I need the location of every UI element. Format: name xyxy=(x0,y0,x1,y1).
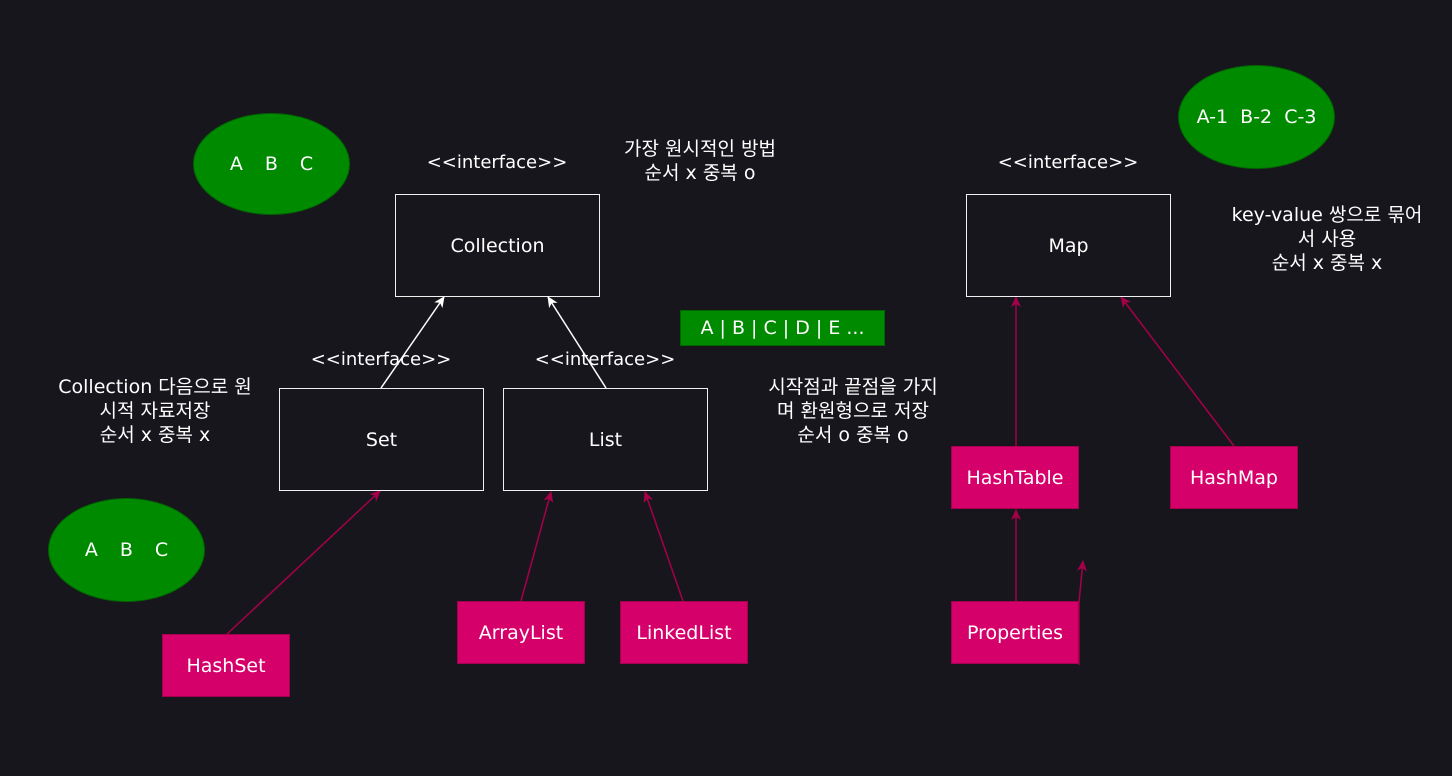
edge-arraylist-to-list xyxy=(520,491,554,602)
set-example-ellipse: A B C xyxy=(48,498,205,602)
example-item: C xyxy=(299,153,314,175)
properties-label: Properties xyxy=(966,621,1064,644)
set-note: Collection 다음으로 원 시적 자료저장 순서 x 중복 x xyxy=(40,375,270,447)
edge-set-to-collection xyxy=(380,296,445,389)
collection-stereotype: <<interface>> xyxy=(426,152,568,173)
example-text: A-1 B-2 C-3 xyxy=(1196,106,1317,128)
note-line: 순서 x 중복 x xyxy=(99,424,211,446)
edge-linkedlist-to-list xyxy=(643,491,684,602)
collection-label: Collection xyxy=(450,234,545,257)
note-line: 시적 자료저장 xyxy=(99,400,211,422)
note-line: 며 환원형으로 저장 xyxy=(777,400,929,422)
set-interface[interactable]: Set xyxy=(279,388,484,491)
set-label: Set xyxy=(365,428,398,451)
note-line: 서 사용 xyxy=(1297,228,1357,250)
list-label: List xyxy=(588,428,623,451)
hashset-label: HashSet xyxy=(186,654,266,677)
hashtable-class[interactable]: HashTable xyxy=(951,446,1079,509)
example-item: A xyxy=(84,539,98,561)
note-line: 시작점과 끝점을 가지 xyxy=(768,376,938,398)
map-example-ellipse: A-1 B-2 C-3 xyxy=(1178,65,1335,169)
edge-list-to-collection xyxy=(547,296,607,389)
set-stereotype: <<interface>> xyxy=(310,349,452,370)
hashmap-class[interactable]: HashMap xyxy=(1170,446,1298,509)
arraylist-label: ArrayList xyxy=(478,621,564,644)
note-line: 가장 원시적인 방법 xyxy=(624,138,776,160)
collection-note: 가장 원시적인 방법 순서 x 중복 o xyxy=(600,137,800,185)
note-line: 순서 x 중복 x xyxy=(1271,252,1383,274)
arraylist-class[interactable]: ArrayList xyxy=(457,601,585,664)
list-note: 시작점과 끝점을 가지 며 환원형으로 저장 순서 o 중복 o xyxy=(738,375,968,447)
note-line: Collection 다음으로 원 xyxy=(58,376,252,398)
example-item: B xyxy=(264,153,278,175)
list-stereotype: <<interface>> xyxy=(534,349,676,370)
linkedlist-label: LinkedList xyxy=(636,621,732,644)
list-interface[interactable]: List xyxy=(503,388,708,491)
collection-interface[interactable]: Collection xyxy=(395,194,600,297)
properties-class[interactable]: Properties xyxy=(951,601,1079,664)
hashmap-label: HashMap xyxy=(1190,466,1278,489)
map-stereotype: <<interface>> xyxy=(997,152,1139,173)
example-item: C xyxy=(154,539,169,561)
edge-hashmap-to-map xyxy=(1120,296,1235,447)
collection-example-ellipse: A B C xyxy=(193,113,350,215)
example-text: A | B | C | D | E ... xyxy=(700,317,865,339)
map-label: Map xyxy=(1048,234,1089,257)
note-line: key-value 쌍으로 묶어 xyxy=(1231,204,1423,226)
note-line: 순서 o 중복 o xyxy=(797,424,909,446)
note-line: 순서 x 중복 o xyxy=(644,162,756,184)
example-item: B xyxy=(119,539,133,561)
hashset-class[interactable]: HashSet xyxy=(162,634,290,697)
linkedlist-class[interactable]: LinkedList xyxy=(620,601,748,664)
list-example-box: A | B | C | D | E ... xyxy=(680,310,885,346)
map-interface[interactable]: Map xyxy=(966,194,1171,297)
hashtable-label: HashTable xyxy=(966,466,1064,489)
map-note: key-value 쌍으로 묶어 서 사용 순서 x 중복 x xyxy=(1212,203,1442,275)
edge-hashset-to-set xyxy=(225,490,381,636)
edge-properties-dangling xyxy=(1077,560,1088,665)
example-item: A xyxy=(229,153,243,175)
